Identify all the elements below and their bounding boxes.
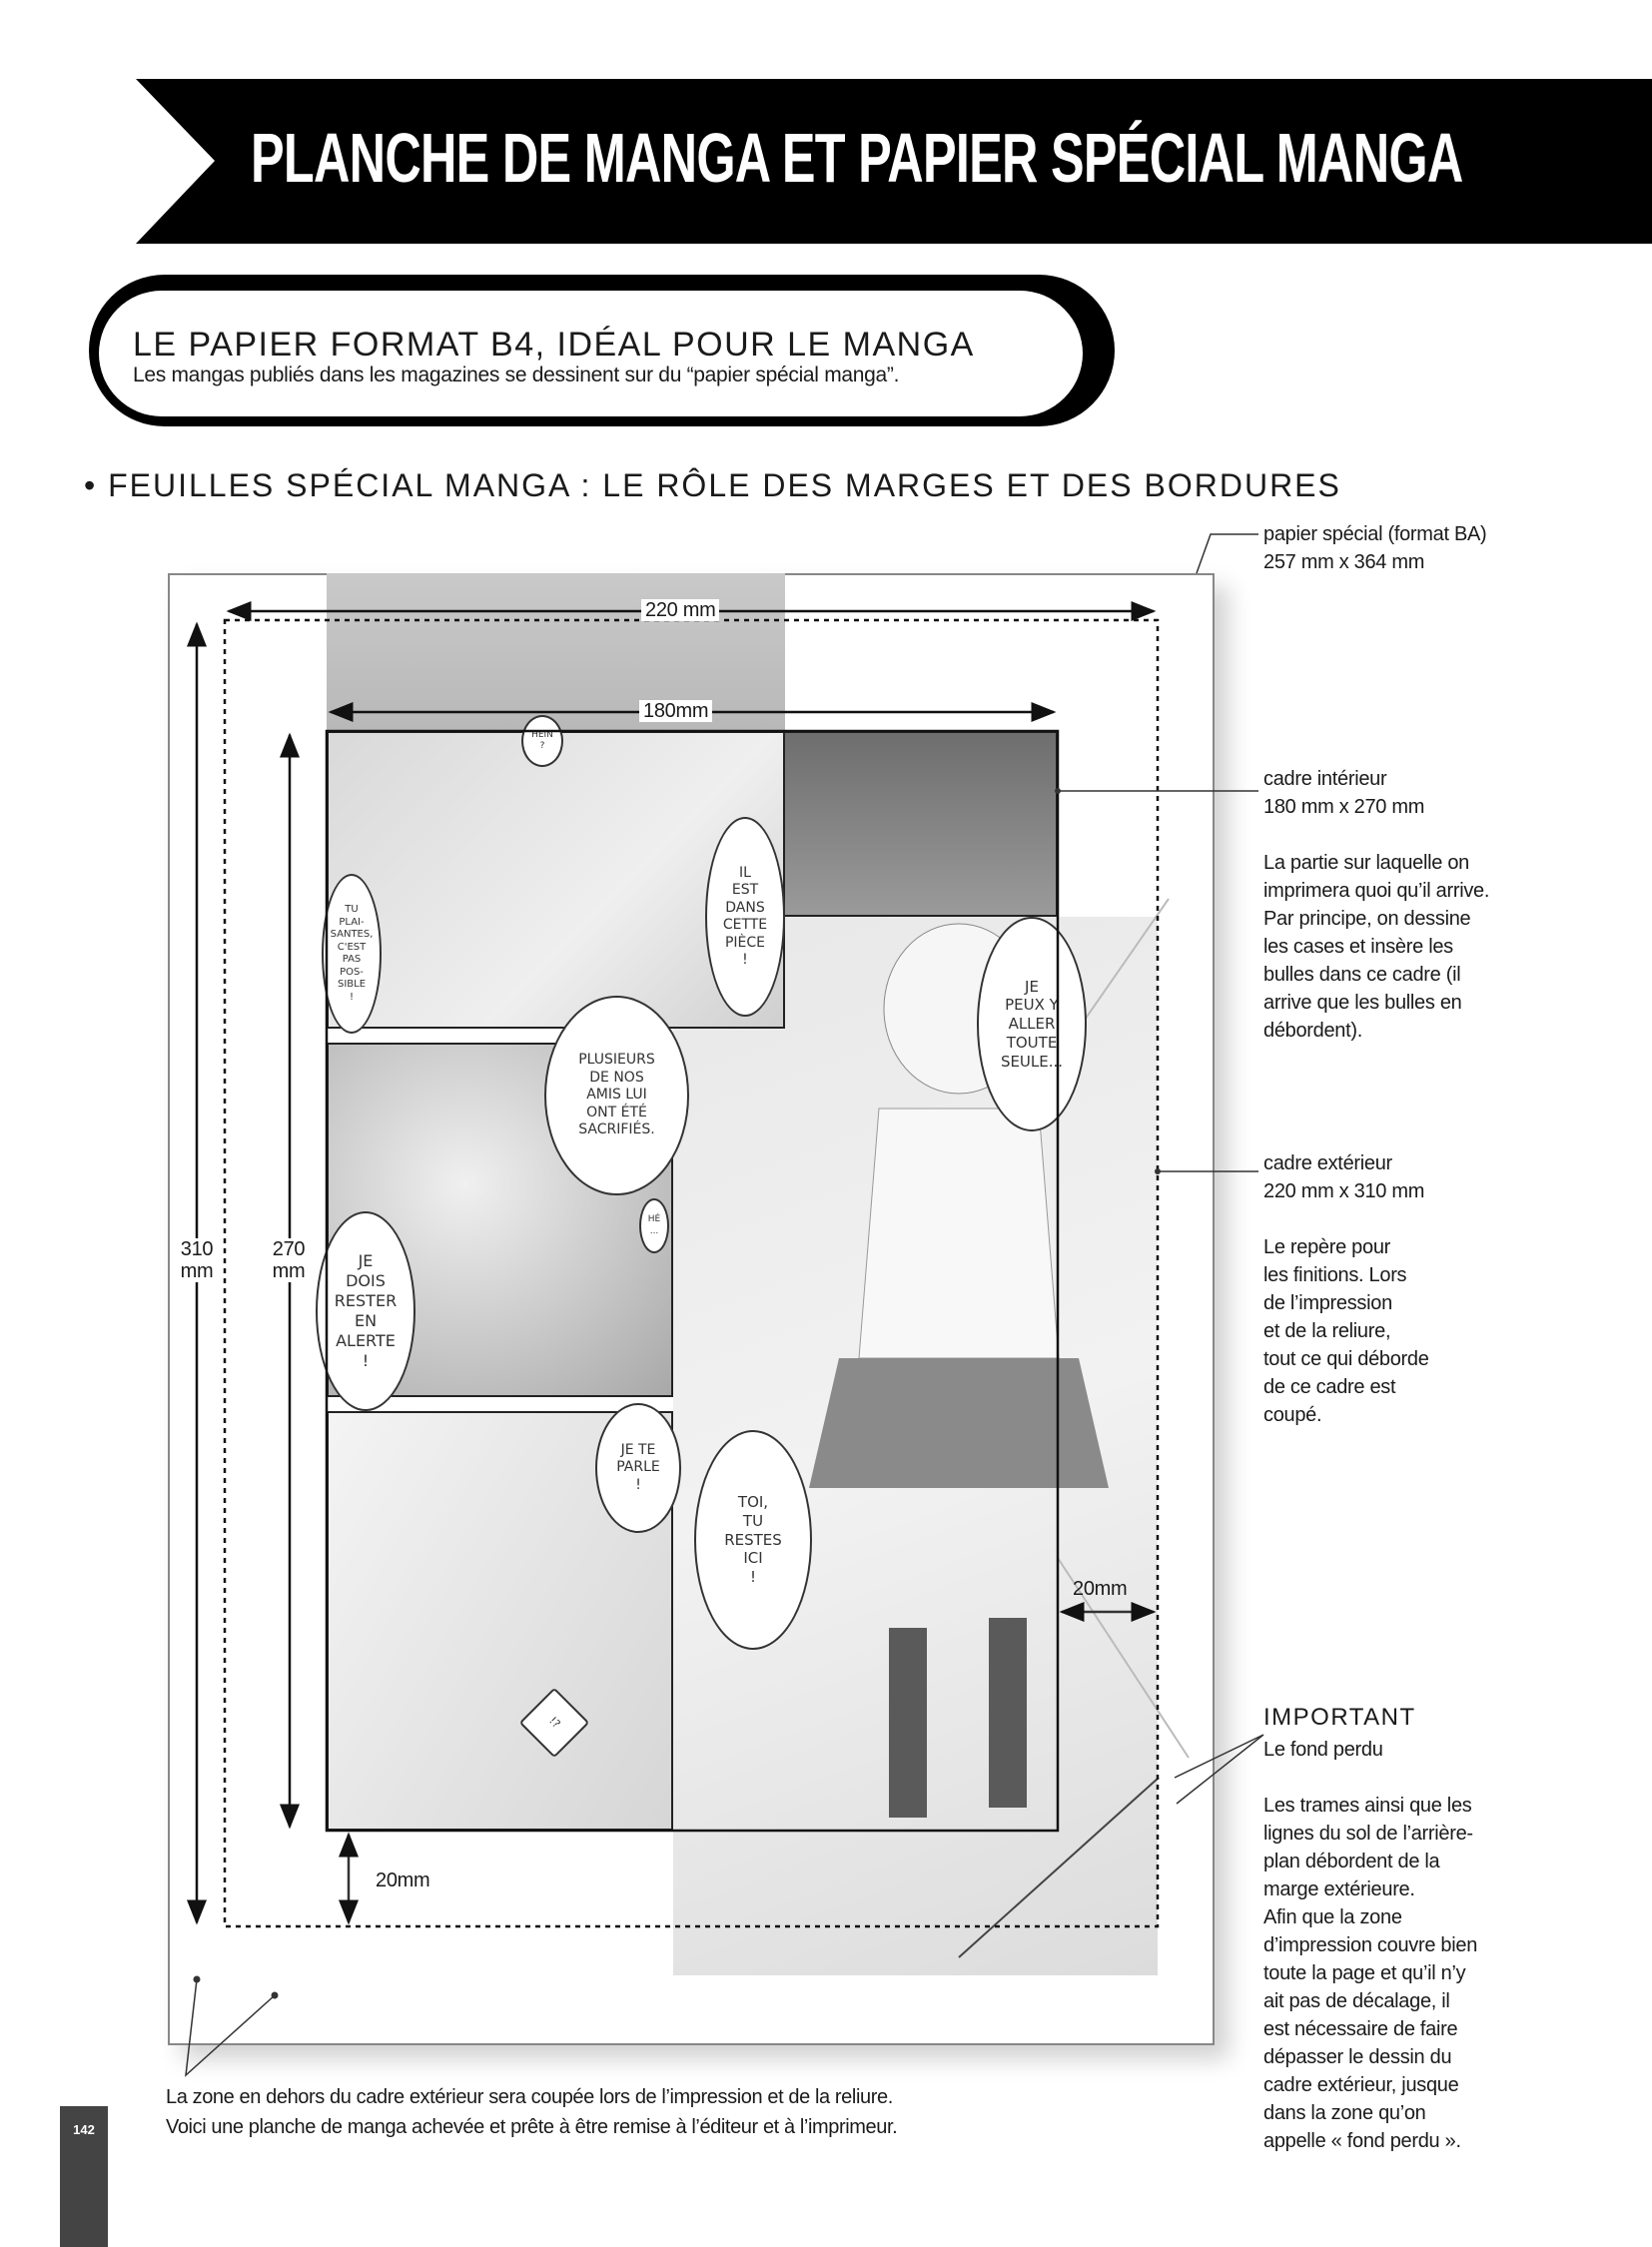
note-outer-frame: cadre extérieur 220 mm x 310 mm Le repèr… <box>1263 1152 1429 1426</box>
intro-box-inner <box>99 291 1083 416</box>
speech-bubble: IL EST DANS CETTE PIÈCE ! <box>705 817 785 1017</box>
leader-important <box>1174 1734 1264 1805</box>
leader-paper <box>1196 533 1258 574</box>
intro-text: Les mangas publiés dans les magazines se… <box>133 364 900 386</box>
inner-width-label: 180mm <box>639 700 713 722</box>
outer-frame <box>223 618 1160 1928</box>
title-banner <box>136 79 1652 244</box>
outer-height-label: 310 mm <box>176 1238 218 1282</box>
speech-bubble: HÉ ... <box>639 1198 669 1253</box>
intro-heading: LE PAPIER FORMAT B4, IDÉAL POUR LE MANGA <box>133 326 975 364</box>
speech-bubble: TU PLAI- SANTES, C'EST PAS POS- SIBLE ! <box>322 874 382 1034</box>
inner-height-label: 270 mm <box>268 1238 310 1282</box>
note-important-title: IMPORTANT <box>1263 1704 1416 1731</box>
figure-caption: La zone en dehors du cadre extérieur ser… <box>166 2086 898 2138</box>
outer-width-label: 220 mm <box>641 599 720 621</box>
speech-bubble: TOI, TU RESTES ICI ! <box>694 1430 812 1650</box>
speech-bubble: JE TE PARLE ! <box>595 1403 681 1533</box>
note-important-text: Le fond perdu Les trames ainsi que les l… <box>1263 1739 1478 2152</box>
note-inner-frame: cadre intérieur 180 mm x 270 mm La parti… <box>1263 768 1490 1042</box>
page-number: 142 <box>73 2122 95 2137</box>
speech-bubble: PLUSIEURS DE NOS AMIS LUI ONT ÉTÉ SACRIF… <box>544 996 689 1195</box>
note-paper: papier spécial (format BA) 257 mm x 364 … <box>1263 523 1487 573</box>
section-title: • FEUILLES SPÉCIAL MANGA : LE RÔLE DES M… <box>84 467 1341 503</box>
page-title: PLANCHE DE MANGA ET PAPIER SPÉCIAL MANGA <box>251 119 1463 197</box>
bottom-margin-label: 20mm <box>376 1870 430 1891</box>
inner-frame <box>325 729 1060 1833</box>
leader-caption <box>185 1978 276 2077</box>
speech-bubble: JE DOIS RESTER EN ALERTE ! <box>316 1211 415 1411</box>
page-number-tab: 142 <box>60 2106 108 2247</box>
right-margin-label: 20mm <box>1073 1578 1128 1600</box>
speech-bubble: JE PEUX Y ALLER TOUTE SEULE... <box>977 917 1087 1131</box>
speech-bubble: HEIN ? <box>521 715 563 767</box>
